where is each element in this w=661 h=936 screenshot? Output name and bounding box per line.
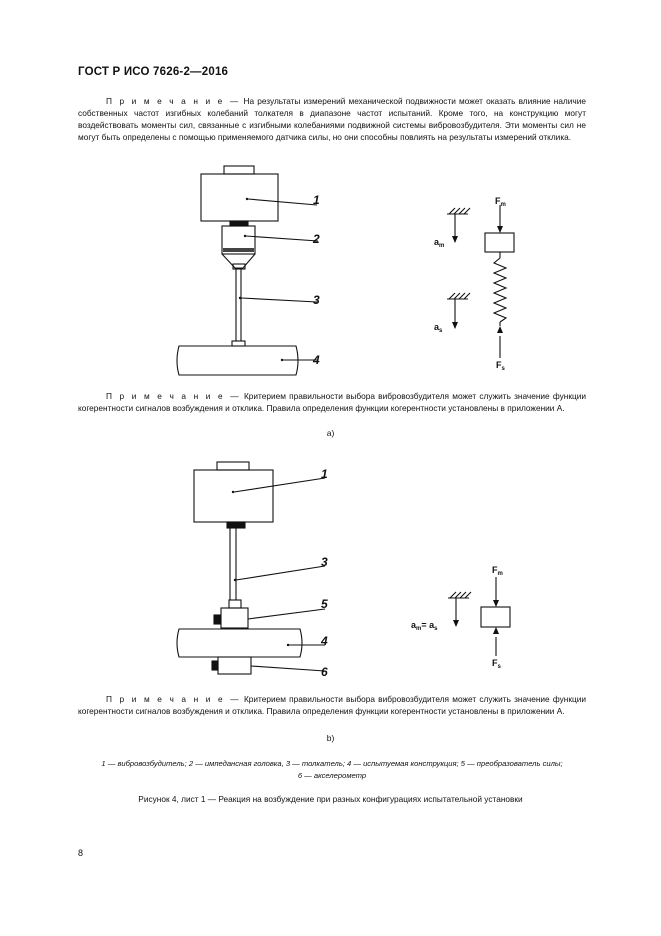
accel-top-label-a: am [434,237,444,249]
accel-bottom-label-a: as [434,322,443,334]
figure-a-label: а) [326,428,335,438]
force-bottom-label-a: Fs [496,360,506,372]
mass-block-b [480,606,511,628]
callout-a-4: 4 [312,353,320,367]
exciter-body [200,173,279,222]
spring [492,257,508,323]
test-structure-beam-b [176,628,303,658]
legend-line-2: 6 — акселерометр [297,771,367,780]
force-top-label-a: Fm [495,196,506,208]
callout-a-2: 2 [312,232,320,246]
impedance-head [221,225,256,255]
exciter-top-cap [223,165,255,175]
force-transducer-top [228,599,242,609]
callout-b-6: 6 [321,665,328,679]
note-lead: П р и м е ч а н и е — [106,96,241,106]
callout-line-1 [247,198,318,206]
force-transducer [220,607,249,629]
callout-line-b6 [250,665,326,672]
force-top-label-b: Fm [492,565,503,577]
impedance-head-band [223,248,254,252]
callout-b-1: 1 [321,467,328,481]
force-transducer-side [213,614,221,625]
test-structure-beam [176,345,299,376]
force-bottom-label-b: Fs [492,658,502,670]
figure-legend: 1 — вибровозбудитель; 2 — импедансная го… [78,758,586,782]
figure-title: Рисунок 4, лист 1 — Реакция на возбужден… [138,794,523,804]
stinger-base [231,340,246,347]
callout-line-3 [240,297,318,303]
impedance-head-tip [232,263,246,270]
impedance-head-cone [221,253,256,269]
note-paragraph-b: П р и м е ч а н и е — Критерием правильн… [78,693,586,717]
note-paragraph-a: П р и м е ч а н и е — Критерием правильн… [78,390,586,414]
note-paragraph-1: П р и м е ч а н и е — На результаты изме… [78,95,586,143]
callout-line-b3 [235,565,326,581]
accel-label-b: am= as [411,620,438,632]
callout-line-b5 [247,608,326,620]
note-a-text: Критерием правильности выбора вибровозбу… [78,391,586,413]
callout-line-b1 [233,477,326,493]
ground-hatch-bottom [448,292,471,300]
accelerometer [217,656,252,675]
callout-b-4: 4 [320,634,328,648]
callout-a-3: 3 [313,293,320,307]
legend-line-1: 1 — вибровозбудитель; 2 — импедансная го… [101,759,563,768]
page-number: 8 [78,848,84,858]
callout-b-3: 3 [321,555,328,569]
exciter-connector-b [226,521,246,529]
note-a-lead: П р и м е ч а н и е — [106,391,241,401]
callout-a-1: 1 [313,193,320,207]
exciter-top-cap-b [216,461,250,471]
note-b-text: Критерием правильности выбора вибровозбу… [78,694,586,716]
ground-hatch-b [449,591,472,599]
exciter-connector [229,220,249,227]
document-header: ГОСТ Р ИСО 7626-2—2016 [78,66,229,78]
accelerometer-side [211,660,219,671]
ground-hatch-top [448,207,471,215]
mass-block-a [484,232,515,253]
exciter-body-b [193,469,274,523]
note-b-lead: П р и м е ч а н и е — [106,694,241,704]
callout-b-5: 5 [321,597,328,611]
figure-b-label: b) [326,733,335,743]
callout-line-2 [245,235,319,242]
note-text: На результаты измерений механической под… [78,96,586,142]
